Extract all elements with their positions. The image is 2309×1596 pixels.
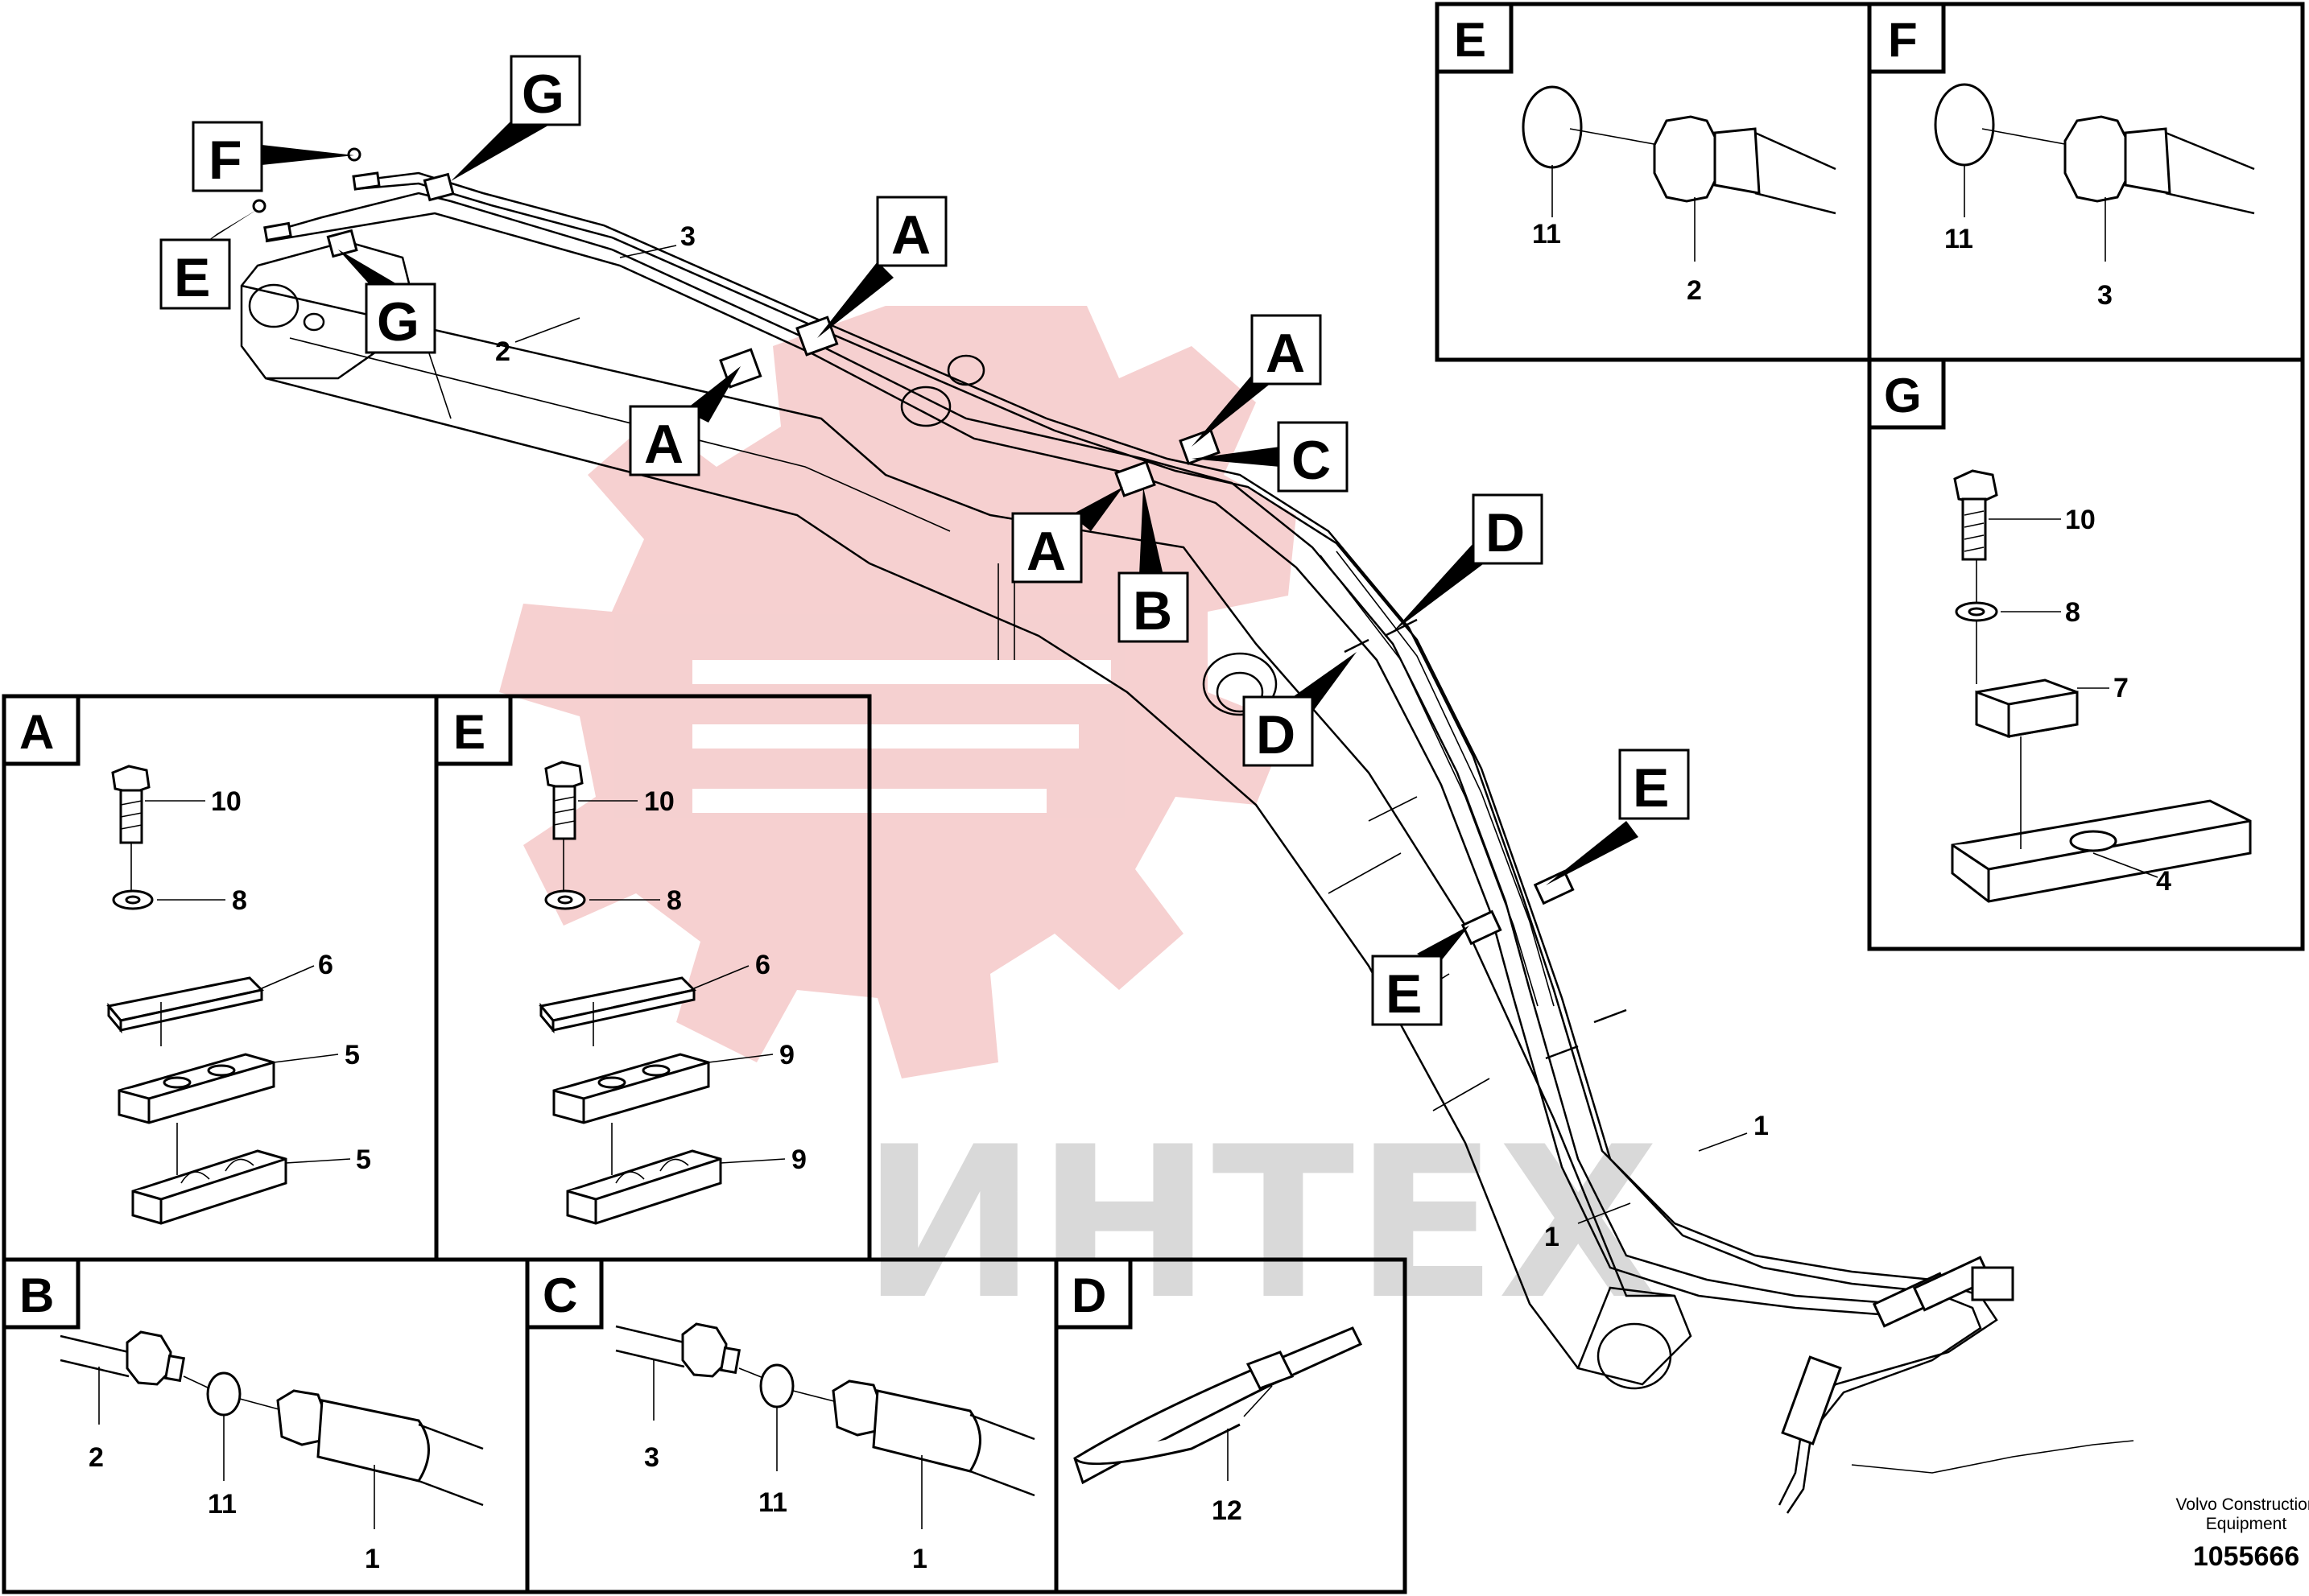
panel-b-label-2: 2 [89, 1442, 104, 1473]
callout-c: C [1291, 430, 1331, 491]
panel-a-label-5-upper: 5 [345, 1040, 360, 1070]
panel-f-label-3: 3 [2097, 280, 2113, 311]
panel-c-label-11: 11 [758, 1487, 787, 1518]
panel-a-label-8: 8 [232, 885, 247, 916]
callout-a-right: A [1266, 323, 1305, 384]
brand-line-2: Equipment [2206, 1515, 2287, 1533]
callout-a-top: A [891, 204, 931, 266]
label-1-lower: 1 [1544, 1222, 1559, 1252]
panel-d: D 12 [1054, 1257, 1407, 1594]
panel-g-label-7: 7 [2113, 673, 2129, 703]
panel-f-label-11: 11 [1944, 224, 1973, 254]
panel-c-tag: C [543, 1268, 577, 1322]
label-2: 2 [495, 336, 510, 367]
panel-b-tag: B [19, 1268, 54, 1322]
callout-e-main: E [174, 247, 210, 308]
callout-a-mid: A [644, 414, 684, 475]
callout-f: F [209, 130, 242, 191]
panel-g-tag: G [1884, 369, 1922, 423]
callout-b: B [1133, 580, 1172, 641]
callout-g-lower: G [377, 291, 419, 353]
gear-logo-icon [499, 306, 1296, 1078]
callout-e-right-top: E [1633, 757, 1669, 819]
main-callouts: G F E G A A A C A B [159, 55, 1690, 1026]
panel-e-left-label-8: 8 [667, 885, 682, 916]
callout-e-right-lower: E [1386, 963, 1422, 1025]
panel-g-label-8: 8 [2065, 597, 2080, 628]
callout-d-upper: D [1485, 502, 1525, 563]
panel-c-label-1: 1 [912, 1544, 927, 1574]
panel-e-left-tag: E [453, 705, 485, 759]
callout-d-lower: D [1256, 704, 1295, 765]
panel-a-label-5-lower: 5 [356, 1144, 371, 1175]
hydraulic-lines [252, 147, 2134, 1514]
panel-e-right-label-2: 2 [1687, 275, 1702, 306]
panel-c-label-3: 3 [644, 1442, 659, 1473]
panel-a-label-6: 6 [318, 950, 333, 980]
watermark-text: ИНТЕХ [861, 1103, 1659, 1346]
panel-f-tag: F [1888, 13, 1918, 67]
panel-f: F 11 3 [1867, 2, 2305, 362]
panel-g-label-4: 4 [2156, 866, 2171, 897]
panel-e-left-label-10: 10 [644, 786, 675, 817]
panel-e-right-label-11: 11 [1532, 219, 1561, 250]
panel-e-left-label-6: 6 [755, 950, 770, 980]
panel-b: B 2 11 1 [2, 1257, 530, 1594]
brand-line-1: Volvo Construction [2175, 1495, 2309, 1514]
panel-a: A 10 8 6 5 5 [2, 694, 439, 1262]
panel-a-label-10: 10 [211, 786, 242, 817]
main-part-labels: 3 2 1 1 [495, 221, 1769, 1252]
panel-a-tag: A [19, 705, 54, 759]
callout-g-top: G [522, 64, 564, 125]
doc-number: 1055666 [2193, 1541, 2299, 1572]
panel-e-right-tag: E [1454, 13, 1486, 67]
callout-a-lower: A [1026, 521, 1066, 582]
panel-d-tag: D [1072, 1268, 1106, 1322]
panel-d-label-12: 12 [1212, 1495, 1242, 1526]
panel-b-label-1: 1 [365, 1544, 380, 1574]
label-3: 3 [680, 221, 696, 252]
panel-e-right: E 11 2 [1435, 2, 1872, 362]
panel-g: G 10 8 7 4 [1867, 357, 2305, 951]
panel-g-label-10: 10 [2065, 505, 2096, 535]
panel-e-left: E 10 8 6 9 9 [434, 694, 872, 1262]
brand-block: Volvo Construction Equipment 1055666 [2175, 1495, 2309, 1572]
panel-b-label-11: 11 [208, 1489, 237, 1520]
panel-e-left-label-9-lower: 9 [791, 1144, 807, 1175]
label-1-upper: 1 [1753, 1111, 1769, 1141]
panel-e-left-label-9-upper: 9 [779, 1040, 795, 1070]
